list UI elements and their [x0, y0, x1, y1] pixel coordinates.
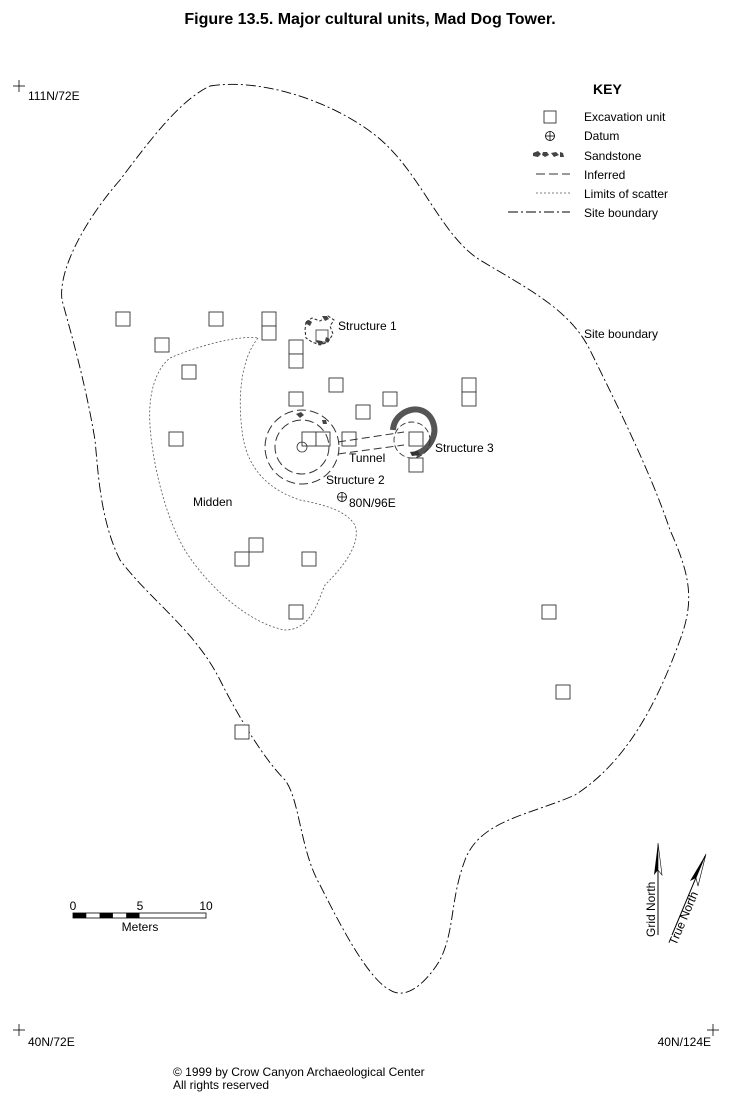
excavation-unit: [115, 311, 131, 327]
datum-key-icon: [545, 131, 555, 141]
excavation-unit: [154, 337, 170, 353]
scale-tick-5: 5: [137, 899, 144, 913]
sandstone-icon: [533, 151, 564, 157]
excavation-unit: [541, 604, 557, 620]
copyright-line-2: All rights reserved: [173, 1078, 269, 1092]
excavation-units: [115, 311, 571, 740]
excavation-unit: [461, 391, 477, 407]
excavation-unit: [408, 457, 424, 473]
key-label-limits-of-scatter: Limits of scatter: [584, 187, 668, 201]
key-label-datum: Datum: [584, 129, 619, 143]
grid-corner-bottom-right-label: 40N/124E: [658, 1035, 711, 1049]
structure-3: [390, 406, 438, 459]
structure-3-label: Structure 3: [435, 441, 494, 455]
excavation-unit: [461, 377, 477, 393]
excavation-unit: [261, 325, 277, 341]
grid-corner-bottom-left-label: 40N/72E: [28, 1035, 75, 1049]
grid-corner-top-left-label: 111N/72E: [28, 89, 80, 103]
midden-scatter-limit: [149, 337, 357, 631]
structure-1: [304, 315, 335, 346]
grid-corner-bottom-right: 40N/124E: [658, 1024, 719, 1049]
excavation-unit: [341, 431, 357, 447]
structure-2-label: Structure 2: [326, 473, 385, 487]
scale-unit-label: Meters: [122, 920, 159, 934]
scale-tick-0: 0: [70, 899, 77, 913]
tunnel: [337, 431, 405, 455]
excavation-unit: [408, 431, 424, 447]
map-key: KEY Excavation unit Datum Sandstone Infe…: [508, 81, 668, 220]
tunnel-label: Tunnel: [349, 451, 385, 465]
excavation-unit: [234, 724, 250, 740]
excavation-unit: [261, 311, 277, 327]
excavation-unit: [208, 311, 224, 327]
excavation-unit: [181, 364, 197, 380]
grid-corner-bottom-left: 40N/72E: [13, 1024, 75, 1049]
datum-icon: [337, 492, 347, 502]
scale-tick-10: 10: [199, 899, 213, 913]
datum-label: 80N/96E: [349, 496, 396, 510]
structure-1-label: Structure 1: [338, 319, 397, 333]
key-label-inferred: Inferred: [584, 168, 625, 182]
excavation-unit: [382, 391, 398, 407]
key-label-site-boundary: Site boundary: [584, 206, 658, 220]
key-title: KEY: [593, 81, 622, 97]
excavation-unit: [234, 551, 250, 567]
copyright-line-1: © 1999 by Crow Canyon Archaeological Cen…: [173, 1065, 425, 1079]
excavation-unit: [355, 404, 371, 420]
excavation-unit: [555, 684, 571, 700]
excavation-unit: [301, 431, 317, 447]
key-label-excavation-unit: Excavation unit: [584, 110, 666, 124]
structure-2: [264, 409, 340, 485]
grid-corner-top-left: 111N/72E: [13, 80, 80, 103]
key-label-sandstone: Sandstone: [584, 149, 642, 163]
grid-north-label: Grid North: [644, 882, 658, 937]
excavation-unit: [248, 537, 264, 553]
excavation-unit: [288, 353, 304, 369]
figure-title: Figure 13.5. Major cultural units, Mad D…: [184, 11, 555, 28]
grid-north-arrow-icon: [654, 842, 663, 935]
excavation-unit: [288, 604, 304, 620]
true-north-label: True North: [666, 889, 701, 947]
site-boundary-label: Site boundary: [584, 327, 658, 341]
true-north-arrow-icon: [671, 853, 707, 936]
excavation-unit-icon: [543, 110, 557, 124]
excavation-unit: [168, 431, 184, 447]
excavation-unit: [288, 339, 304, 355]
excavation-unit: [301, 551, 317, 567]
excavation-unit: [328, 377, 344, 393]
site-boundary-line: [61, 83, 690, 994]
midden-label: Midden: [193, 495, 232, 509]
scale-bar: 0 5 10 Meters: [70, 899, 213, 934]
excavation-unit: [288, 391, 304, 407]
